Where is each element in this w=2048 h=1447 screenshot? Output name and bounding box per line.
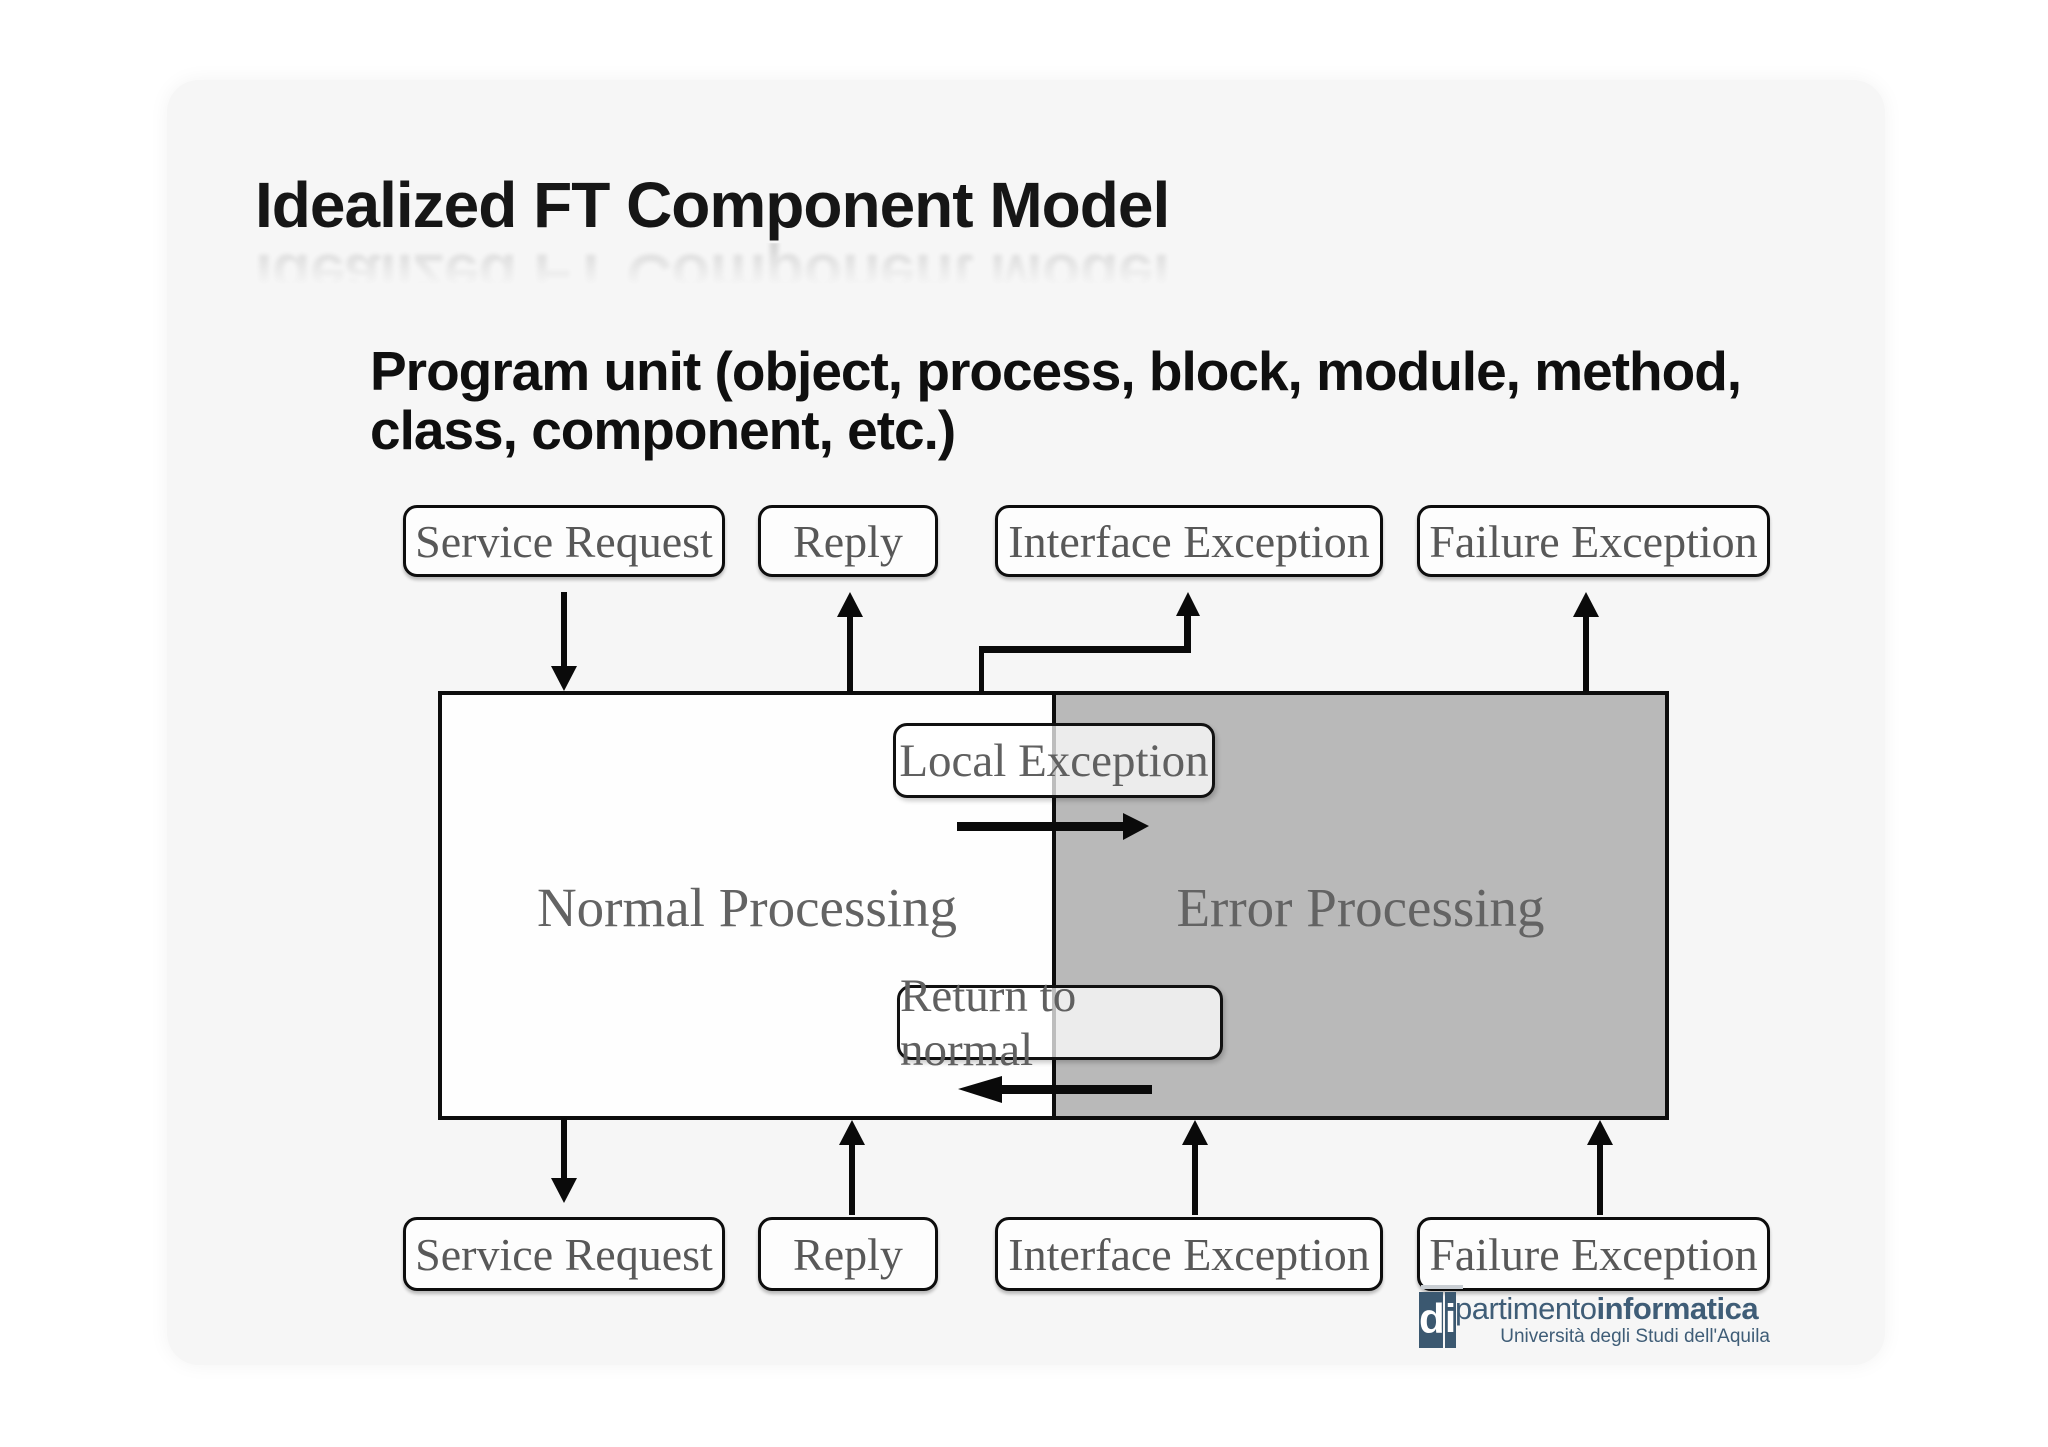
local-exception-label: Local Exception — [899, 734, 1209, 787]
program-unit-caption-line2: class, component, etc.) — [370, 399, 956, 462]
normal-error-divider — [1052, 693, 1056, 1118]
slide-title: Idealized FT Component Model — [255, 169, 1170, 241]
port-label-reply-top: Reply — [793, 515, 903, 567]
port-label-reply-bottom: Reply — [793, 1228, 903, 1280]
return-to-normal-box: Return to normal — [897, 970, 1223, 1076]
port-label-service-request-bottom: Service Request — [415, 1228, 713, 1280]
port-box-service-request-top: Service Request — [403, 505, 725, 577]
port-box-interface-exception-bottom: Interface Exception — [995, 1217, 1383, 1291]
port-box-interface-exception-top: Interface Exception — [995, 505, 1383, 577]
logo-letter-i: i — [1445, 1292, 1456, 1348]
port-label-failure-exception-bottom: Failure Exception — [1429, 1228, 1758, 1280]
normal-processing-label: Normal Processing — [536, 877, 958, 938]
port-box-failure-exception-top: Failure Exception — [1417, 505, 1770, 577]
return-to-normal-label: Return to normal — [900, 969, 1077, 1076]
logo-name-bold: informatica — [1596, 1291, 1759, 1326]
logo-letter-d: d — [1419, 1292, 1443, 1348]
program-unit-caption: Program unit (object, process, block, mo… — [370, 340, 1742, 462]
error-processing-label: Error Processing — [1176, 877, 1545, 938]
logo-name-regular: partimento — [1455, 1291, 1597, 1326]
port-box-failure-exception-bottom: Failure Exception — [1417, 1217, 1770, 1291]
port-box-reply-top: Reply — [758, 505, 938, 577]
port-box-reply-bottom: Reply — [758, 1217, 938, 1291]
port-label-interface-exception-bottom: Interface Exception — [1008, 1228, 1370, 1280]
slide-title-reflection: Idealized FT Component Model — [255, 241, 1170, 314]
local-exception-box: Local Exception — [893, 723, 1215, 798]
port-label-failure-exception-top: Failure Exception — [1429, 515, 1758, 567]
university-logo-mark: d i — [1419, 1292, 1456, 1348]
logo-tagline: Università degli Studi dell'Aquila — [1500, 1326, 1770, 1347]
logo-fineprint-bar — [1421, 1285, 1463, 1289]
program-unit-caption-line1: Program unit (object, process, block, mo… — [370, 340, 1742, 402]
port-label-interface-exception-top: Interface Exception — [1008, 515, 1370, 567]
port-label-service-request-top: Service Request — [415, 515, 713, 567]
university-logo-text: partimentoinformatica Università degli S… — [1455, 1293, 1770, 1347]
logo-name: partimentoinformatica — [1455, 1293, 1770, 1325]
port-box-service-request-bottom: Service Request — [403, 1217, 725, 1291]
